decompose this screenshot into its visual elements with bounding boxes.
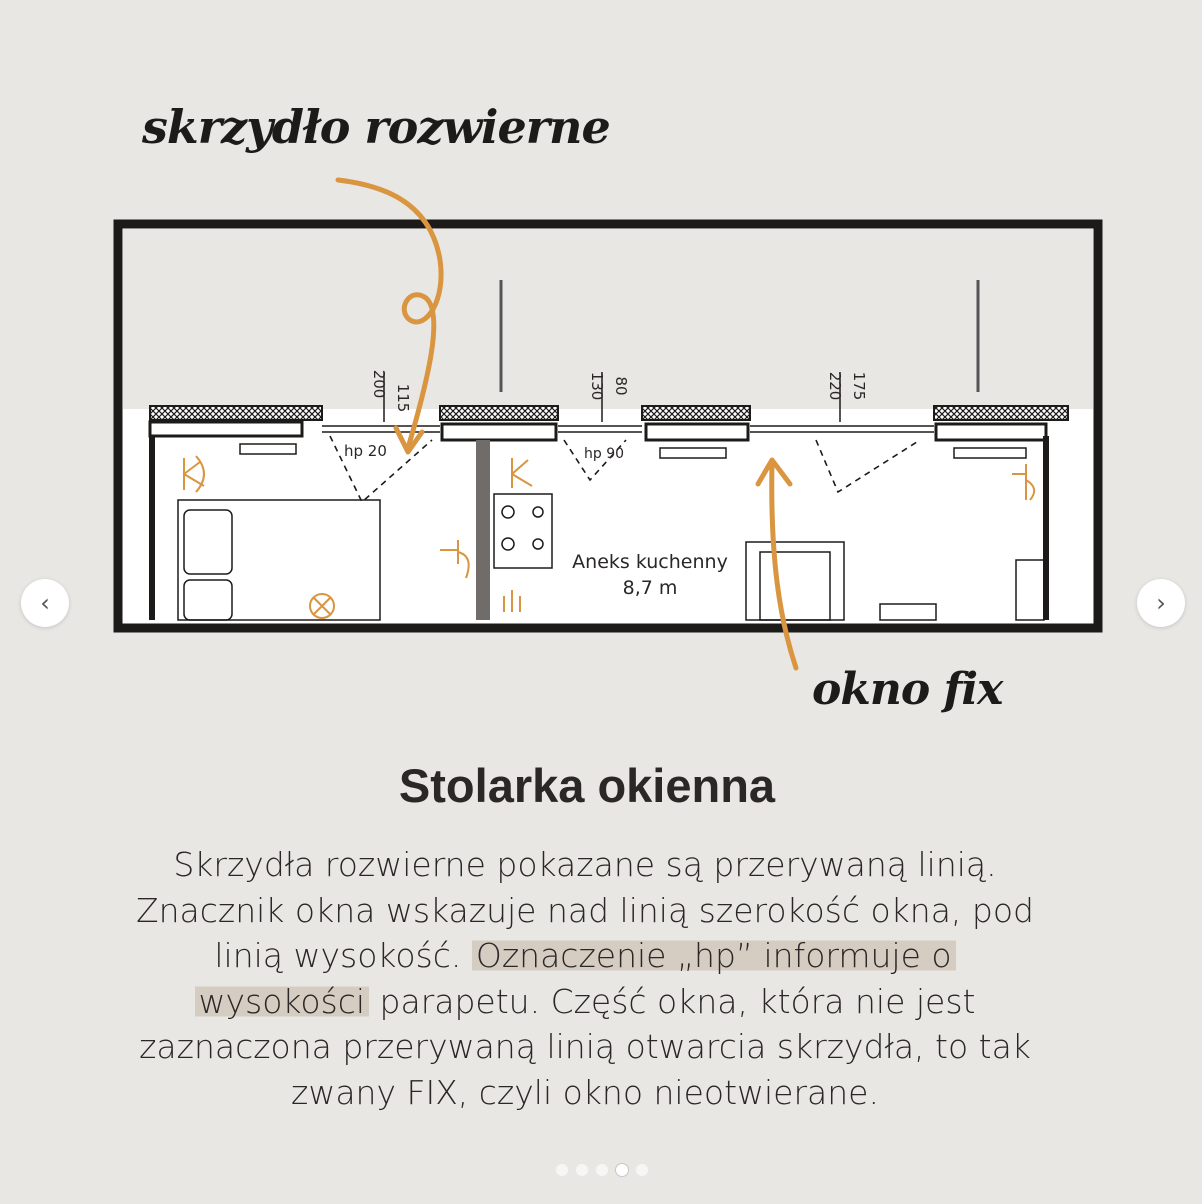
radiators <box>239 443 1027 459</box>
window-1-sill: hp 20 <box>344 442 387 460</box>
chevron-left-icon: ‹ <box>40 589 50 617</box>
fix-arrowhead <box>755 457 793 487</box>
highlighted-sill-text: wysokości <box>194 981 370 1021</box>
window-frames <box>148 420 1048 442</box>
sash-swings <box>329 435 921 504</box>
window-3-height: 220 <box>826 372 844 401</box>
carousel-dot[interactable] <box>556 1164 568 1176</box>
window-1-width: 115 <box>394 384 412 413</box>
carousel-dot[interactable] <box>576 1164 588 1176</box>
window-2-height: 130 <box>588 372 606 401</box>
body-line-2: Znacznik okna wskazuje nad linią szeroko… <box>136 890 1034 930</box>
body-line-4: wysokości parapetu. Część okna, która ni… <box>95 979 1075 1025</box>
carousel-dot-active[interactable] <box>616 1164 628 1176</box>
electrical-symbols <box>183 455 1036 619</box>
page-title: Stolarka okienna <box>398 759 776 812</box>
carousel-dots <box>556 1164 648 1176</box>
facade-poles <box>499 280 980 392</box>
highlighted-hp-text: Oznaczenie „hp” informuje o <box>471 936 956 975</box>
window-2-width: 80 <box>612 376 630 395</box>
carousel-dot[interactable] <box>636 1164 648 1176</box>
body-line-6: zwany FIX, czyli okno nieotwierane. <box>291 1072 879 1112</box>
fix-arrow <box>769 459 799 671</box>
fix-annotation-label: okno fix <box>812 664 1003 715</box>
glazing <box>322 425 934 433</box>
interior-walls <box>149 436 1049 620</box>
upper-background <box>123 229 1093 409</box>
window-markers <box>383 372 841 422</box>
room-name: Aneks kuchenny <box>572 551 728 573</box>
wall-segments <box>149 405 1069 421</box>
sash-annotation-label: skrzydło rozwierne <box>142 100 611 154</box>
furniture <box>177 493 1045 621</box>
window-3-width: 175 <box>850 372 868 401</box>
window-1-height: 200 <box>370 370 388 399</box>
floor-plan-diagram: 115 200 80 130 175 220 hp 20 hp 90 Aneks… <box>113 177 1103 671</box>
body-line-5: zaznaczona przerywaną linią otwarcia skr… <box>139 1027 1031 1066</box>
carousel-prev-button[interactable]: ‹ <box>21 579 69 627</box>
annotation-arrows <box>335 177 799 671</box>
sash-arrow <box>335 177 444 451</box>
carousel-next-button[interactable]: › <box>1137 579 1185 627</box>
body-line-3-start: linią wysokość. <box>214 936 472 975</box>
room-area: 8,7 m <box>623 577 678 599</box>
body-line-1: Skrzydła rozwierne pokazane są przerywan… <box>173 845 997 884</box>
body-line-4-end: parapetu. Część okna, która nie jest <box>369 981 976 1021</box>
description-text: Skrzydła rozwierne pokazane są przerywan… <box>95 842 1075 1115</box>
sash-arrowhead <box>393 425 425 455</box>
window-2-sill: hp 90 <box>584 446 624 462</box>
chevron-right-icon: › <box>1156 589 1166 617</box>
window-labels: 115 200 80 130 175 220 hp 20 hp 90 <box>344 370 868 462</box>
body-line-3: linią wysokość. Oznaczenie „hp” informuj… <box>95 933 1075 979</box>
carousel-dot[interactable] <box>596 1164 608 1176</box>
